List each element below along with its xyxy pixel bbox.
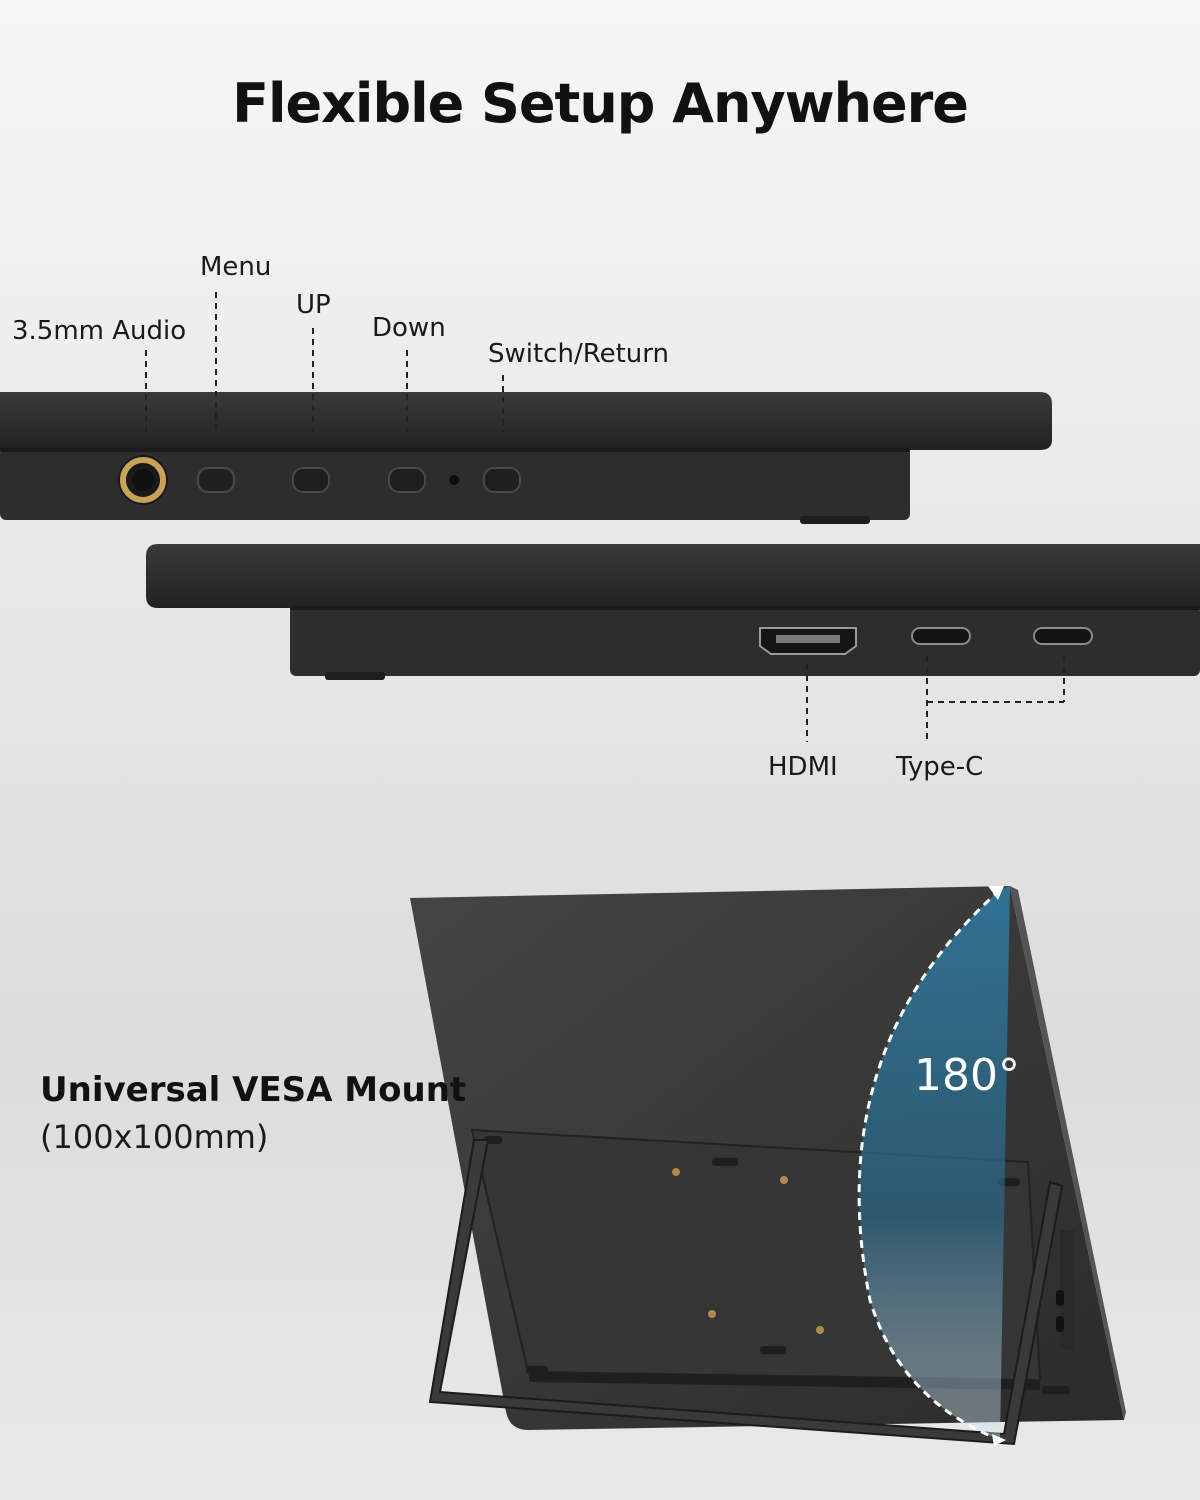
- monitor-side-ports: [146, 544, 1200, 742]
- angle-label: 180°: [914, 1050, 1020, 1101]
- menu-label: Menu: [200, 252, 272, 282]
- vesa-title: Universal VESA Mount: [40, 1070, 467, 1110]
- monitor-side-buttons: [0, 292, 1052, 524]
- switch-return-label: Switch/Return: [488, 339, 669, 369]
- menu-button-icon: [197, 467, 235, 493]
- audio-jack-icon: [118, 455, 168, 505]
- audio-label: 3.5mm Audio: [12, 316, 187, 346]
- type-c-label: Type-C: [896, 752, 984, 782]
- hdmi-label: HDMI: [768, 752, 838, 782]
- type-c-port-icon: [1033, 627, 1093, 645]
- down-button-icon: [388, 467, 426, 493]
- switch-button-icon: [483, 467, 521, 493]
- hdmi-port-icon: [759, 627, 857, 655]
- page-title: Flexible Setup Anywhere: [232, 72, 969, 135]
- up-label: UP: [296, 290, 331, 320]
- led-indicator: [449, 475, 459, 485]
- down-label: Down: [372, 313, 446, 343]
- up-button-icon: [292, 467, 330, 493]
- type-c-port-icon: [911, 627, 971, 645]
- monitor-back-view: [410, 886, 1126, 1446]
- vesa-subtitle: (100x100mm): [40, 1118, 269, 1156]
